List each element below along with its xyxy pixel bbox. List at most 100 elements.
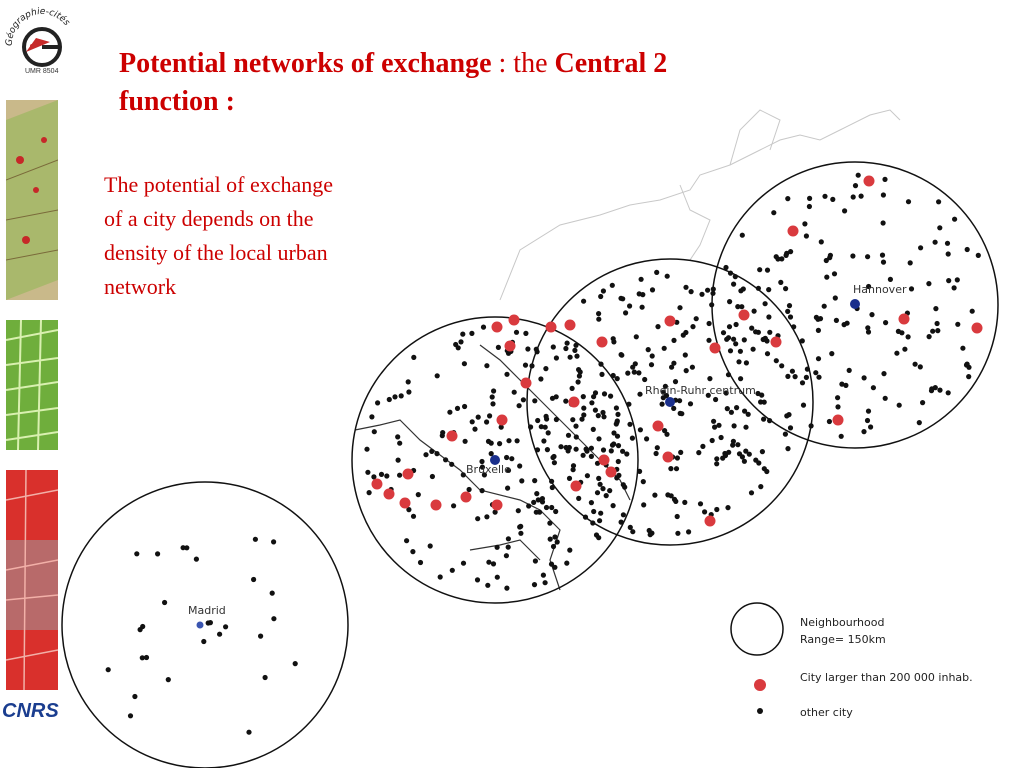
other-city-dot [574,353,580,359]
other-city-dot [785,373,791,379]
large-city-dot [598,454,610,466]
other-city-dot [964,246,970,253]
other-city-dot [573,423,579,429]
other-city-dot [608,448,614,454]
other-city-dot [816,374,822,380]
other-city-dot [649,353,655,359]
other-city-dot [596,535,602,541]
other-city-dot [610,336,616,342]
large-city-dot [709,342,721,354]
other-city-dot [757,267,763,273]
other-city-dot [474,577,481,583]
other-city-dot [674,455,681,461]
other-city-dot [945,251,951,257]
other-city-dot [945,390,951,396]
other-city-dot [453,341,459,348]
other-city-dot [405,379,411,385]
other-city-dot [861,375,867,381]
other-city-dot [841,322,847,328]
other-city-dot [689,364,696,370]
other-city-dot [880,259,887,265]
other-city-dot [371,474,377,480]
other-city-dot [410,513,417,519]
legend-neighbourhood: Neighbourhood [800,616,884,629]
other-city-dot [787,425,794,431]
other-city-dot [731,423,737,429]
other-city-dot [869,312,875,318]
other-city-dot [479,464,485,470]
other-city-dot [832,295,838,301]
other-city-dot [451,503,457,509]
other-city-dot [550,543,557,550]
other-city-dot [531,582,538,588]
other-city-dot [764,267,771,273]
other-city-dot [759,392,765,398]
old-map-thumbnail [6,100,58,300]
other-city-dot [705,287,711,293]
other-city-dot [533,509,539,515]
other-city-dot [693,316,699,322]
large-city-dot [652,420,664,432]
red-satellite-thumbnail [6,470,58,690]
label-madrid: Madrid [188,604,226,617]
other-city-dot [411,354,417,360]
other-city-dot [686,529,692,535]
other-city-dot [551,460,558,466]
other-city-dot [779,256,785,262]
other-city-dot [610,372,616,379]
other-city-dot [727,270,734,276]
other-city-dot [626,401,632,407]
other-city-dot [799,338,805,344]
other-city-dot [645,347,651,353]
other-city-dot [522,362,529,368]
other-city-dot [758,484,764,490]
other-city-dot [894,350,900,356]
other-city-dot [547,520,553,526]
other-city-dot [639,304,645,310]
other-city-dot [488,451,494,457]
other-city-dot [707,376,713,382]
other-city-dot [804,366,811,372]
other-city-dot [598,293,604,300]
other-city-dot [705,392,711,398]
other-city-dot [271,539,277,545]
other-city-dot [936,199,942,205]
other-city-dot [745,411,751,417]
other-city-dot [766,287,772,293]
other-city-dot [462,403,468,410]
other-city-dot [525,346,531,352]
other-city-dot [596,475,602,481]
other-city-dot [908,286,915,292]
other-city-dot [269,590,275,596]
other-city-dot [728,409,735,415]
other-city-dot [751,308,757,314]
other-city-dot [912,361,918,367]
other-city-dot [952,216,958,222]
other-city-dot [598,361,604,367]
other-city-dot [398,393,404,399]
other-city-dot [852,183,859,189]
other-city-dot [723,390,729,396]
other-city-dot [488,440,494,446]
other-city-dot [865,408,872,414]
other-city-dot [461,361,467,367]
center-hannover [850,299,860,309]
other-city-dot [570,467,576,473]
other-city-dot [733,341,739,347]
other-city-dot [773,358,779,364]
large-cities [371,175,983,527]
other-city-dot [969,308,975,314]
other-city-dot [575,379,581,385]
other-city-dot [503,553,509,559]
circle-madrid [61,481,349,768]
other-city-dot [139,655,145,661]
other-city-dot [127,713,134,719]
other-city-dot [916,420,922,426]
other-city-dot [535,417,541,424]
other-city-dot [566,475,573,481]
other-city-dot [620,482,626,488]
other-city-dot [603,493,609,499]
large-city-dot [738,309,750,321]
other-city-dot [637,427,644,433]
other-city-dot [529,363,535,369]
